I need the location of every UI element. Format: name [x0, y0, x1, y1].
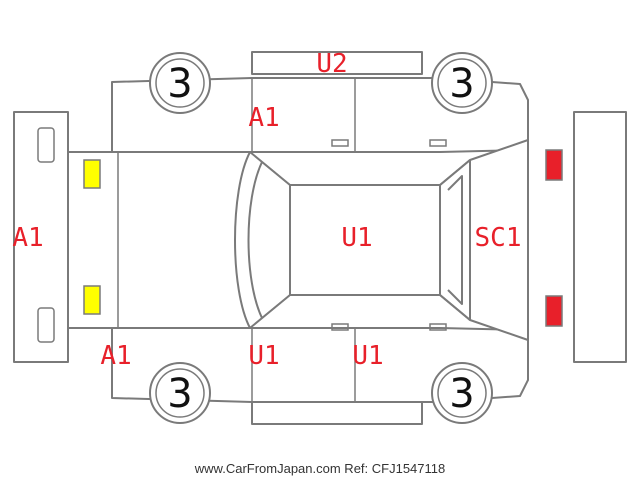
car-body-top-view [67, 139, 529, 341]
tire-rating-front-left: 3 [167, 61, 192, 107]
tire-front-left: 3 [149, 52, 211, 114]
front-bumper [13, 111, 69, 363]
tire-rear-left: 3 [431, 52, 493, 114]
tire-rating-front-right: 3 [167, 371, 192, 417]
headlight-right [83, 285, 101, 315]
damage-mark-front-right-door: U1 [248, 341, 279, 371]
damage-mark-front-left-fender: A1 [248, 103, 279, 133]
tire-front-right: 3 [149, 362, 211, 424]
damage-mark-rear-right-door: U1 [352, 341, 383, 371]
rear-bumper [573, 111, 627, 363]
headlight-left [83, 159, 101, 189]
tire-rear-right: 3 [431, 362, 493, 424]
taillight-bottom [545, 295, 563, 327]
damage-mark-rear-hatch: SC1 [475, 223, 522, 253]
taillight-top [545, 149, 563, 181]
damage-mark-front-bumper: A1 [12, 223, 43, 253]
tire-rating-rear-right: 3 [449, 371, 474, 417]
damage-mark-top-body: U2 [316, 49, 347, 79]
damage-mark-roof: U1 [341, 223, 372, 253]
tire-rating-rear-left: 3 [449, 61, 474, 107]
reference-footer: www.CarFromJapan.com Ref: CFJ1547118 [194, 461, 445, 476]
damage-mark-front-right-fender: A1 [100, 341, 131, 371]
